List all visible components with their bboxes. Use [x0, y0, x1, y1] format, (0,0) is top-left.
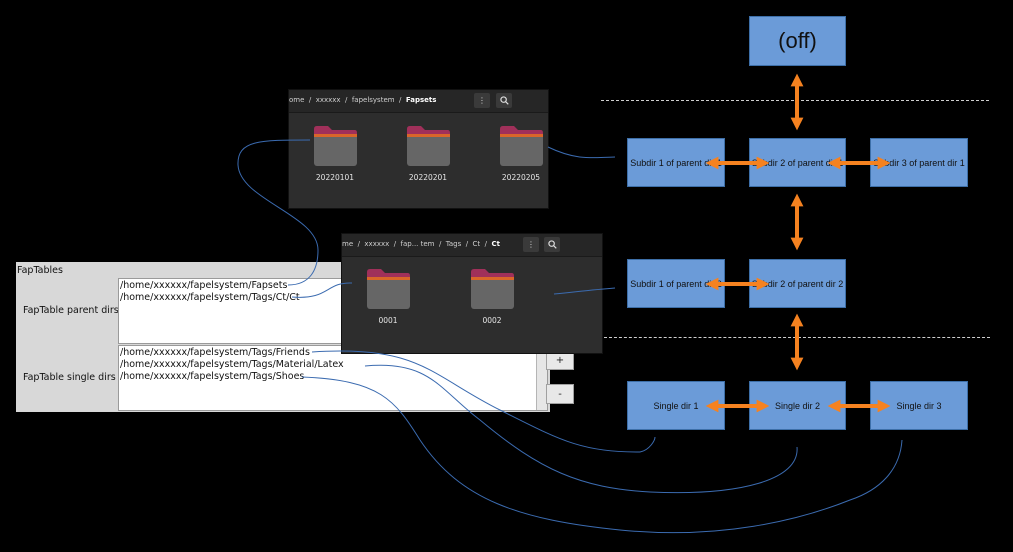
- parent-dirs-textarea[interactable]: /home/xxxxxx/fapelsystem/Fapsets /home/x…: [118, 278, 348, 344]
- parent-dir-line: /home/xxxxxx/fapelsystem/Fapsets: [120, 280, 288, 291]
- crumb-home[interactable]: me: [342, 240, 354, 248]
- connector-line: [553, 287, 616, 295]
- crumb-fapelsystem[interactable]: fap... tem: [400, 240, 435, 248]
- connector-line: [311, 350, 656, 453]
- folder-name: 20220205: [501, 173, 541, 182]
- crumb-current[interactable]: Fapsets: [405, 96, 437, 104]
- subdir-box: Subdir 3 of parent dir 1: [870, 138, 968, 187]
- single-dir-line: /home/xxxxxx/fapelsystem/Tags/Friends: [120, 347, 310, 358]
- folder-name: 0001: [378, 316, 398, 325]
- connector-line: [301, 376, 903, 534]
- faptables-title: FapTables: [17, 265, 63, 276]
- kebab-menu-icon[interactable]: ⋮: [523, 237, 539, 252]
- off-box: (off): [749, 16, 846, 66]
- connector-wires: [237, 139, 903, 534]
- folder-icon: [367, 269, 410, 309]
- folder-name: 0002: [482, 316, 502, 325]
- parent-dirs-label: FapTable parent dirs: [23, 305, 119, 316]
- path-bar: me / xxxxxx / fap... tem / Tags / Ct / C…: [342, 234, 602, 257]
- breadcrumb: ome / xxxxxx / fapelsystem / Fapsets: [289, 96, 437, 104]
- connector-line: [547, 146, 616, 159]
- single-dirs-label: FapTable single dirs: [23, 372, 116, 383]
- remove-button[interactable]: -: [546, 384, 574, 404]
- folder-name: 20220201: [408, 173, 448, 182]
- folder-icon: [314, 126, 357, 166]
- crumb-fapelsystem[interactable]: fapelsystem: [351, 96, 395, 104]
- single-dirs-textarea[interactable]: /home/xxxxxx/fapelsystem/Tags/Friends /h…: [118, 345, 548, 411]
- single-dir-line: /home/xxxxxx/fapelsystem/Tags/Shoes: [120, 371, 305, 382]
- search-icon[interactable]: [544, 237, 560, 252]
- single-dir-line: /home/xxxxxx/fapelsystem/Tags/Material/L…: [120, 359, 344, 370]
- folder-icon: [471, 269, 514, 309]
- double-arrows: [705, 73, 891, 413]
- crumb-user[interactable]: xxxxxx: [364, 240, 390, 248]
- crumb-home[interactable]: ome: [289, 96, 305, 104]
- parent-dir-line: /home/xxxxxx/fapelsystem/Tags/Ct/Ct: [120, 292, 300, 303]
- crumb-user[interactable]: xxxxxx: [315, 96, 341, 104]
- connector-line: [364, 364, 798, 494]
- file-manager-window-fapsets: ome / xxxxxx / fapelsystem / Fapsets ⋮ 2…: [288, 89, 549, 209]
- kebab-menu-icon[interactable]: ⋮: [474, 93, 490, 108]
- connector-line: [291, 282, 353, 298]
- search-icon[interactable]: [496, 93, 512, 108]
- file-manager-window-ct: me / xxxxxx / fap... tem / Tags / Ct / C…: [341, 233, 603, 354]
- crumb-current[interactable]: Ct: [491, 240, 500, 248]
- crumb-ct[interactable]: Ct: [472, 240, 481, 248]
- folder-icon: [407, 126, 450, 166]
- connector-line: [237, 139, 319, 286]
- path-bar: ome / xxxxxx / fapelsystem / Fapsets ⋮: [289, 90, 548, 113]
- folder-icon: [500, 126, 543, 166]
- crumb-tags[interactable]: Tags: [445, 240, 462, 248]
- scrollbar[interactable]: [536, 346, 547, 410]
- folder-name: 20220101: [315, 173, 355, 182]
- breadcrumb: me / xxxxxx / fap... tem / Tags / Ct / C…: [342, 240, 500, 248]
